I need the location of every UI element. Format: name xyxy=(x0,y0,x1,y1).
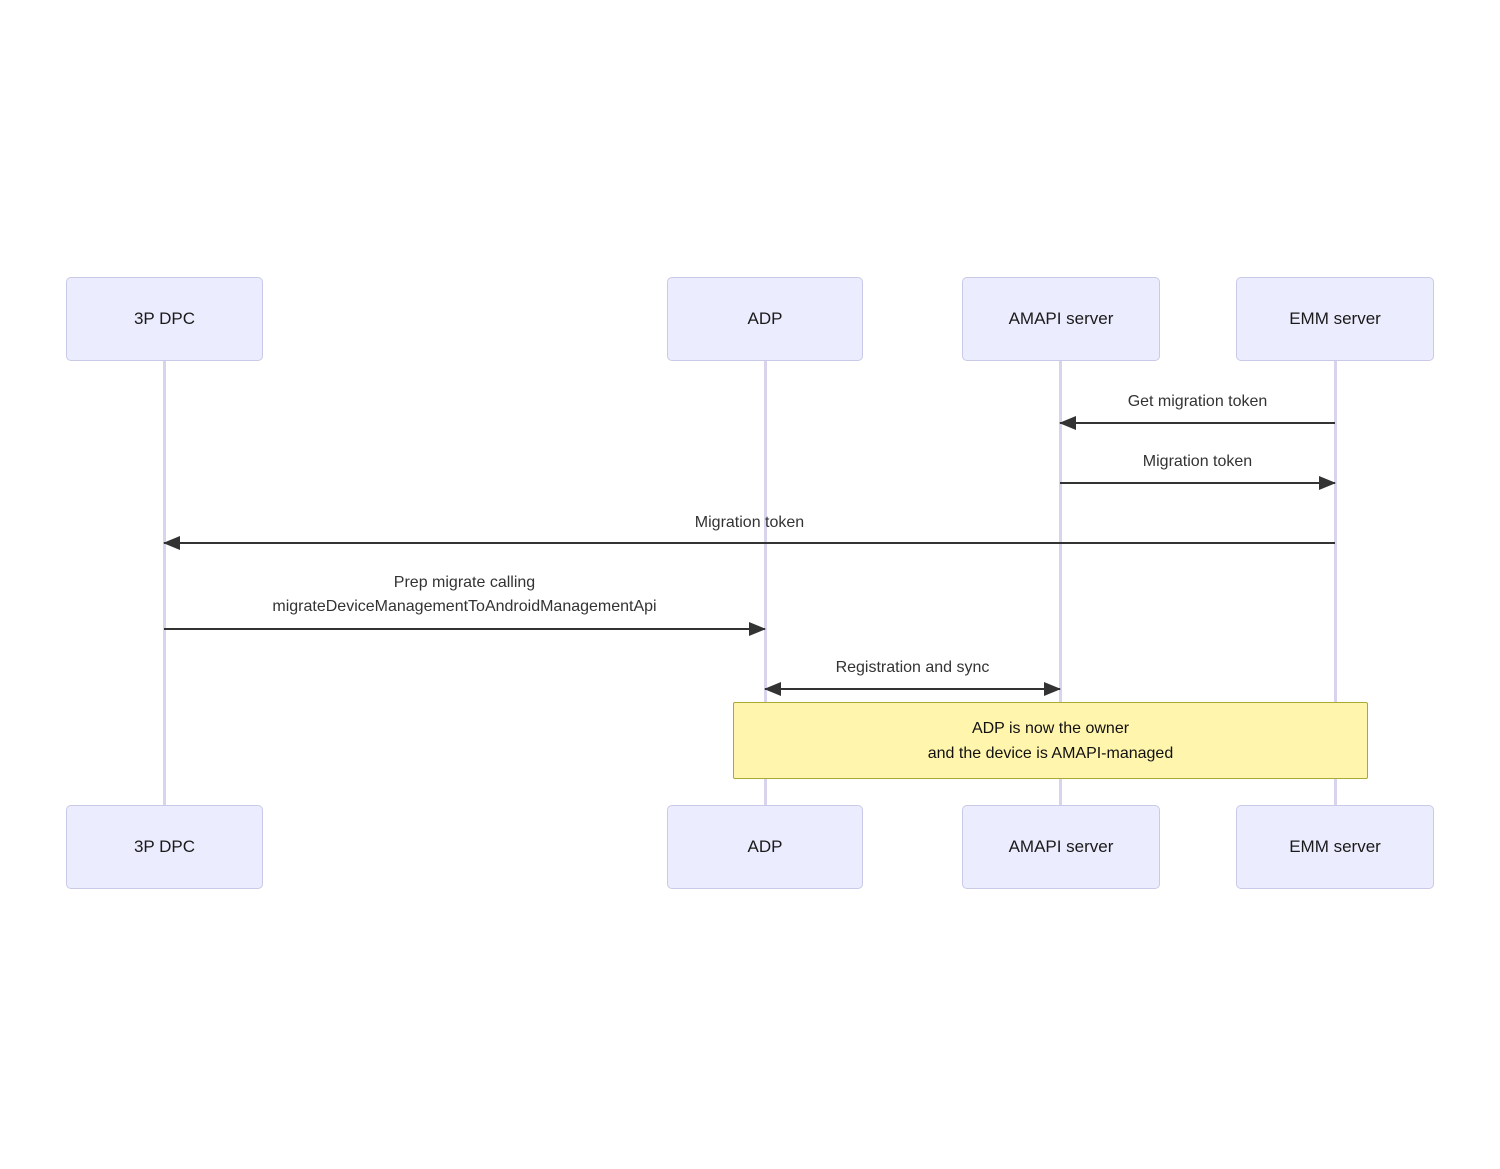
actor-label: AMAPI server xyxy=(1008,837,1114,856)
actor-label: EMM server xyxy=(1289,309,1381,328)
lifeline-3p-dpc xyxy=(163,361,166,805)
lifeline-emm-server xyxy=(1334,361,1337,805)
message-arrow xyxy=(1060,476,1336,490)
note-line1: ADP is now the owner xyxy=(971,719,1130,737)
message-label: Prep migrate calling migrateDeviceManage… xyxy=(164,571,765,619)
actor-label: AMAPI server xyxy=(1008,309,1114,328)
actor-label: 3P DPC xyxy=(133,837,196,856)
actor-adp-top: ADP xyxy=(667,277,863,361)
actor-label: ADP xyxy=(747,309,783,328)
sequence-note: ADP is now the owner and the device is A… xyxy=(733,702,1368,779)
message-arrow xyxy=(764,682,1061,696)
message-arrow xyxy=(164,622,766,636)
message-label-line2: migrateDeviceManagementToAndroidManageme… xyxy=(272,598,657,615)
message-label: Get migration token xyxy=(1127,393,1268,410)
message-label: Registration and sync xyxy=(835,659,990,676)
actor-emm-server-top: EMM server xyxy=(1236,277,1434,361)
message-arrow xyxy=(163,536,1335,550)
arrowhead-right-icon xyxy=(1319,476,1336,490)
message-label: Migration token xyxy=(694,514,805,531)
message-arrow xyxy=(1059,416,1335,430)
actor-3p-dpc-top: 3P DPC xyxy=(66,277,263,361)
note-line2: and the device is AMAPI-managed xyxy=(927,744,1174,762)
actor-amapi-server-top: AMAPI server xyxy=(962,277,1160,361)
actor-emm-server-bottom: EMM server xyxy=(1236,805,1434,889)
arrowhead-left-icon xyxy=(163,536,180,550)
message-label-line1: Prep migrate calling xyxy=(393,574,536,591)
actor-label: ADP xyxy=(747,837,783,856)
arrowhead-left-icon xyxy=(1059,416,1076,430)
actor-adp-bottom: ADP xyxy=(667,805,863,889)
lifeline-amapi-server xyxy=(1059,361,1062,805)
arrowhead-right-icon xyxy=(749,622,766,636)
actor-label: 3P DPC xyxy=(133,309,196,328)
arrowhead-right-icon xyxy=(1044,682,1061,696)
message-label: Migration token xyxy=(1142,453,1253,470)
actor-amapi-server-bottom: AMAPI server xyxy=(962,805,1160,889)
actor-label: EMM server xyxy=(1289,837,1381,856)
lifeline-adp xyxy=(764,361,767,805)
arrowhead-left-icon xyxy=(764,682,781,696)
actor-3p-dpc-bottom: 3P DPC xyxy=(66,805,263,889)
